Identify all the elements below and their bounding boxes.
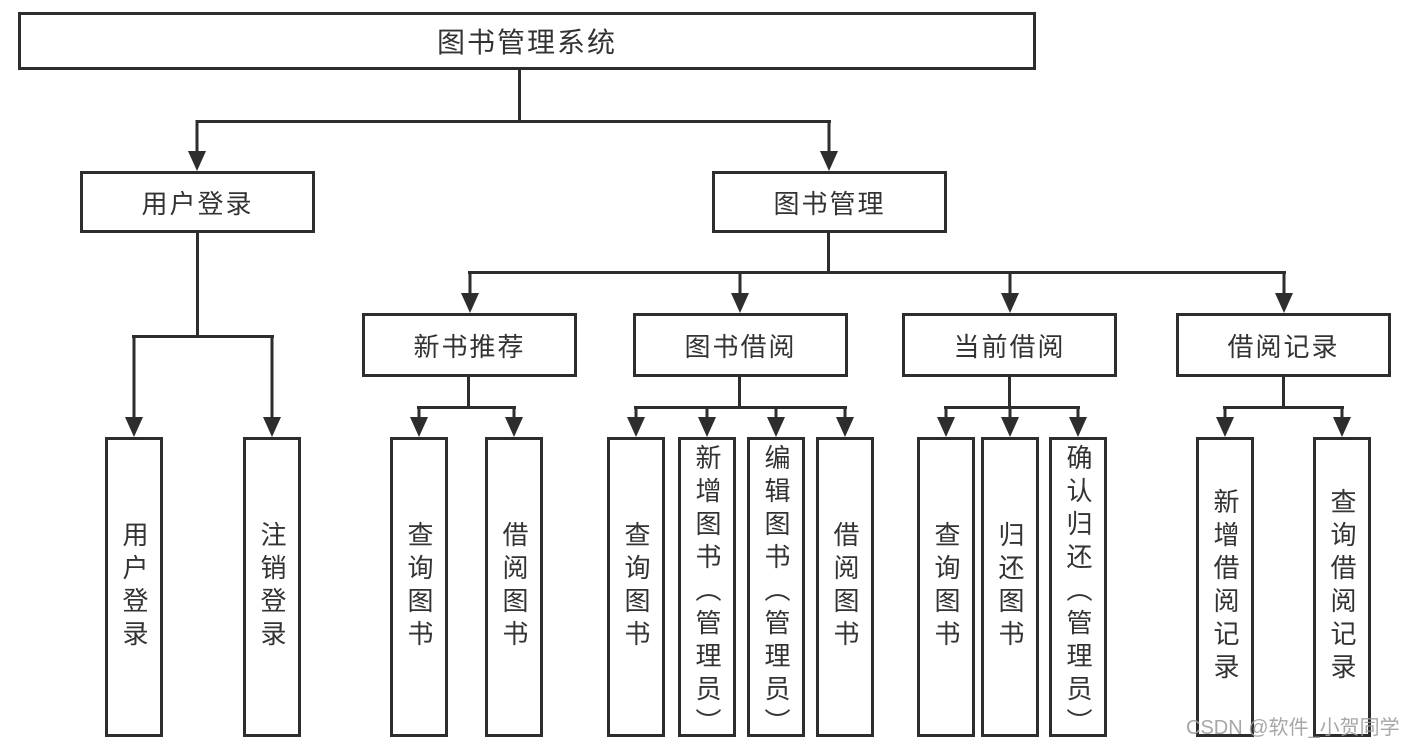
arrow-to-borrow-records-icon	[1275, 271, 1293, 313]
arrow-to-current-borrow-icon	[1001, 271, 1019, 313]
arrow-to-rec-borrow-books-icon	[505, 406, 523, 437]
node-user-login: 用户登录	[80, 171, 315, 233]
leaf-logout-login: 注销登录	[243, 437, 301, 737]
leaf-bb-add-books-admin: 新增图书（管理员）	[678, 437, 736, 741]
node-new-book-recommend: 新书推荐	[362, 313, 577, 377]
arrow-to-cb-return-books-icon	[1001, 406, 1019, 437]
arrow-to-bb-borrow-books-icon	[836, 406, 854, 437]
edge-new-book-recommend-bar	[417, 406, 516, 409]
edge-book-management-bar	[468, 271, 1286, 274]
arrow-to-br-query-record-icon	[1333, 406, 1351, 437]
leaf-bb-borrow-books: 借阅图书	[816, 437, 874, 737]
arrow-to-user-login-icon	[188, 120, 206, 171]
edge-book-management-stem	[827, 233, 830, 273]
leaf-br-add-borrow-record: 新增借阅记录	[1196, 437, 1254, 737]
arrow-to-bb-add-books-icon	[698, 406, 716, 437]
arrow-to-book-management-icon	[820, 120, 838, 171]
node-library-management-system: 图书管理系统	[18, 12, 1036, 70]
edge-root-stem	[518, 69, 521, 121]
edge-book-borrow-stem	[738, 377, 741, 408]
node-current-borrow: 当前借阅	[902, 313, 1117, 377]
edge-root-bar	[196, 120, 831, 123]
leaf-rec-query-books: 查询图书	[390, 437, 448, 737]
edge-new-book-recommend-stem	[467, 377, 470, 408]
arrow-to-bb-query-books-icon	[627, 406, 645, 437]
leaf-cb-query-books: 查询图书	[917, 437, 975, 737]
arrow-to-cb-query-books-icon	[937, 406, 955, 437]
arrow-to-leaf-user-login-icon	[125, 335, 143, 437]
leaf-cb-return-books: 归还图书	[981, 437, 1039, 737]
arrow-to-rec-query-books-icon	[410, 406, 428, 437]
edge-book-borrow-bar	[634, 406, 847, 409]
leaf-br-query-borrow-record: 查询借阅记录	[1313, 437, 1371, 737]
leaf-cb-confirm-return-admin: 确认归还（管理员）	[1049, 437, 1107, 741]
edge-user-login-bar	[132, 335, 274, 338]
leaf-user-login: 用户登录	[105, 437, 163, 737]
edge-borrow-records-bar	[1223, 406, 1344, 409]
node-book-borrow: 图书借阅	[633, 313, 848, 377]
node-borrow-records: 借阅记录	[1176, 313, 1391, 377]
arrow-to-cb-confirm-return-icon	[1069, 406, 1087, 437]
edge-borrow-records-stem	[1282, 377, 1285, 408]
edge-user-login-stem	[196, 233, 199, 336]
arrow-to-bb-edit-books-icon	[767, 406, 785, 437]
arrow-to-new-book-recommend-icon	[461, 271, 479, 313]
leaf-bb-edit-books-admin: 编辑图书（管理员）	[747, 437, 805, 741]
edge-current-borrow-stem	[1008, 377, 1011, 408]
node-book-management: 图书管理	[712, 171, 947, 233]
arrow-to-leaf-logout-icon	[263, 335, 281, 437]
leaf-rec-borrow-books: 借阅图书	[485, 437, 543, 737]
arrow-to-br-add-record-icon	[1216, 406, 1234, 437]
arrow-to-book-borrow-icon	[731, 271, 749, 313]
watermark: CSDN @软件_小贺同学	[1186, 717, 1400, 739]
leaf-bb-query-books: 查询图书	[607, 437, 665, 737]
